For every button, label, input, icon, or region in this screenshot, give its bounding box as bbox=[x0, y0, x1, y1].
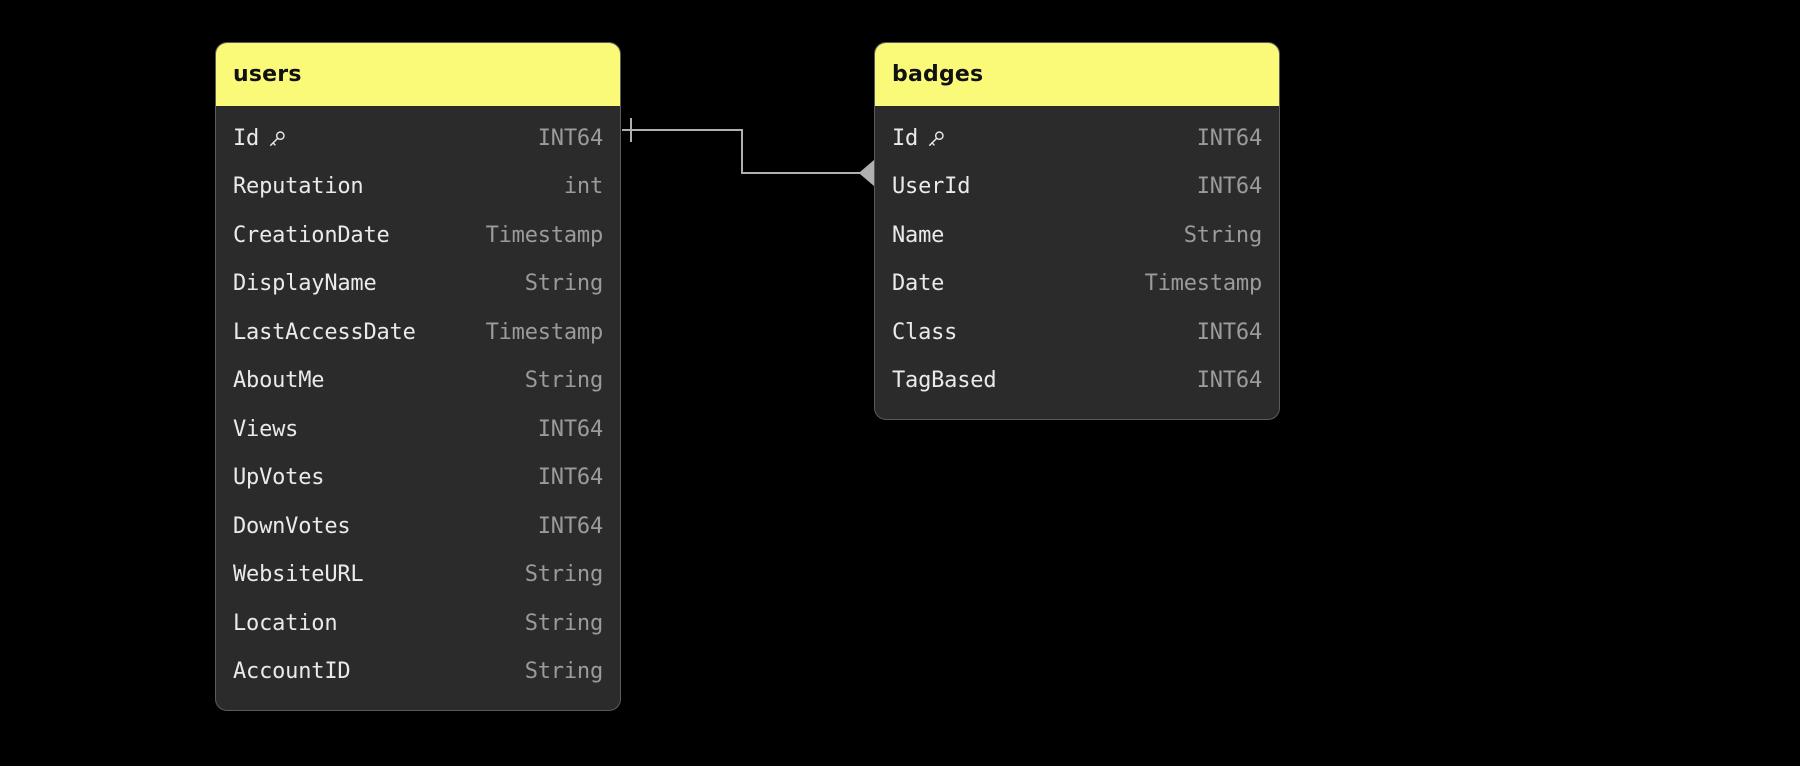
field-row-users-reputation[interactable]: Reputation int bbox=[216, 163, 620, 212]
field-name-cell: AccountID bbox=[233, 659, 351, 685]
field-type-cell: String bbox=[524, 271, 603, 297]
field-row-users-accountid[interactable]: AccountID String bbox=[216, 648, 620, 697]
field-row-users-displayname[interactable]: DisplayName String bbox=[216, 260, 620, 309]
field-type-cell: String bbox=[524, 610, 603, 636]
field-label: Reputation bbox=[233, 174, 364, 200]
field-row-users-downvotes[interactable]: DownVotes INT64 bbox=[216, 502, 620, 551]
entity-fields-badges: Id INT64 UserId INT64 bbox=[875, 106, 1279, 419]
field-label: Id bbox=[892, 125, 919, 151]
field-name-cell: LastAccessDate bbox=[233, 320, 416, 345]
field-name-cell: DownVotes bbox=[233, 513, 351, 539]
field-name-cell: Class bbox=[892, 320, 957, 345]
cardinality-many-marker bbox=[859, 160, 875, 186]
field-row-badges-name[interactable]: Name String bbox=[875, 211, 1279, 260]
entity-header-users: users bbox=[216, 43, 620, 106]
field-name-cell: DisplayName bbox=[233, 271, 377, 296]
field-row-users-id[interactable]: Id INT64 bbox=[216, 114, 620, 163]
relationship-line bbox=[622, 129, 866, 174]
field-row-badges-id[interactable]: Id INT64 bbox=[875, 114, 1279, 163]
field-row-badges-class[interactable]: Class INT64 bbox=[875, 308, 1279, 357]
field-label: CreationDate bbox=[233, 222, 390, 248]
field-name-cell: Date bbox=[892, 271, 944, 296]
field-type-cell: INT64 bbox=[1196, 368, 1262, 394]
field-row-badges-tagbased[interactable]: TagBased INT64 bbox=[875, 357, 1279, 406]
field-type-cell: INT64 bbox=[537, 465, 603, 491]
field-type-cell: INT64 bbox=[1196, 319, 1262, 345]
field-label: UpVotes bbox=[233, 465, 325, 491]
field-label: LastAccessDate bbox=[233, 319, 416, 345]
field-label: Name bbox=[892, 222, 945, 248]
field-label: Location bbox=[233, 610, 338, 636]
field-type-cell: INT64 bbox=[1196, 174, 1262, 200]
field-name-cell: WebsiteURL bbox=[233, 562, 364, 588]
field-name-cell: AboutMe bbox=[233, 368, 325, 394]
field-type-cell: String bbox=[524, 659, 603, 685]
field-row-users-creationdate[interactable]: CreationDate Timestamp bbox=[216, 211, 620, 260]
field-type-cell: String bbox=[524, 368, 603, 394]
field-row-badges-date[interactable]: Date Timestamp bbox=[875, 260, 1279, 309]
entity-table-badges[interactable]: badges Id INT64 UserId bbox=[874, 42, 1280, 420]
field-type-cell: INT64 bbox=[537, 513, 603, 539]
field-row-users-websiteurl[interactable]: WebsiteURL String bbox=[216, 551, 620, 600]
field-label: Id bbox=[233, 125, 260, 151]
field-label: AccountID bbox=[233, 659, 351, 685]
field-type-cell: Timestamp bbox=[485, 222, 604, 248]
key-icon bbox=[926, 129, 946, 149]
field-name-cell: Location bbox=[233, 610, 338, 636]
field-name-cell: Views bbox=[233, 417, 298, 442]
field-name-cell: UpVotes bbox=[233, 465, 325, 491]
field-label: WebsiteURL bbox=[233, 562, 364, 588]
field-label: Date bbox=[892, 271, 945, 297]
field-row-users-upvotes[interactable]: UpVotes INT64 bbox=[216, 454, 620, 503]
field-row-badges-userid[interactable]: UserId INT64 bbox=[875, 163, 1279, 212]
field-row-users-lastaccessdate[interactable]: LastAccessDate Timestamp bbox=[216, 308, 620, 357]
field-label: TagBased bbox=[892, 368, 997, 394]
field-label: DisplayName bbox=[233, 271, 377, 297]
field-type-cell: String bbox=[524, 562, 603, 588]
field-type-cell: INT64 bbox=[1196, 125, 1262, 151]
field-type-cell: String bbox=[1183, 222, 1262, 248]
field-name-cell: Id bbox=[233, 126, 287, 151]
field-type-cell: Timestamp bbox=[485, 319, 604, 345]
field-type-cell: INT64 bbox=[537, 125, 603, 151]
field-label: AboutMe bbox=[233, 368, 325, 394]
field-name-cell: Name bbox=[892, 223, 944, 248]
key-icon bbox=[267, 129, 287, 149]
field-type-cell: int bbox=[563, 174, 603, 200]
field-row-users-location[interactable]: Location String bbox=[216, 599, 620, 648]
field-label: Class bbox=[892, 319, 958, 345]
field-row-users-aboutme[interactable]: AboutMe String bbox=[216, 357, 620, 406]
field-name-cell: UserId bbox=[892, 174, 970, 199]
field-label: DownVotes bbox=[233, 513, 351, 539]
field-label: Views bbox=[233, 416, 299, 442]
field-name-cell: Id bbox=[892, 126, 946, 151]
field-name-cell: CreationDate bbox=[233, 223, 390, 248]
field-label: UserId bbox=[892, 174, 971, 200]
field-type-cell: INT64 bbox=[537, 416, 603, 442]
entity-fields-users: Id INT64 Reputation int bbox=[216, 106, 620, 710]
entity-table-users[interactable]: users Id INT64 Reputati bbox=[215, 42, 621, 711]
field-name-cell: Reputation bbox=[233, 174, 364, 200]
field-row-users-views[interactable]: Views INT64 bbox=[216, 405, 620, 454]
field-type-cell: Timestamp bbox=[1144, 271, 1263, 297]
entity-header-badges: badges bbox=[875, 43, 1279, 106]
field-name-cell: TagBased bbox=[892, 368, 997, 394]
